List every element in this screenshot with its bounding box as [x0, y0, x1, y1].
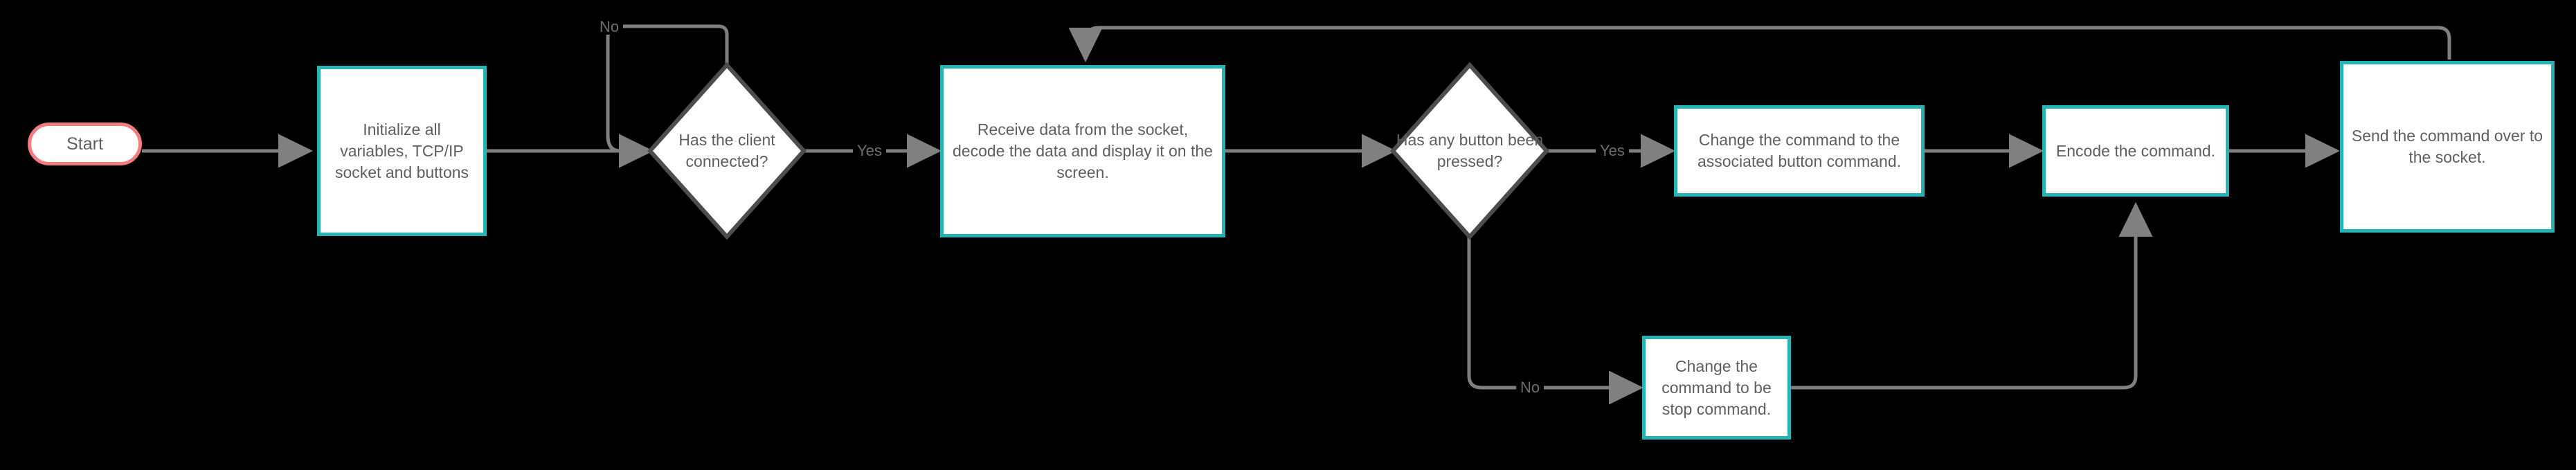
edge-label-client-yes: Yes — [853, 143, 886, 159]
node-client-connected-decision[interactable]: Has the client connected? — [647, 62, 807, 239]
node-stop-command-label: Change the command to be stop command. — [1661, 356, 1772, 418]
node-initialize-label: Initialize all variables, TCP/IP socket … — [334, 120, 469, 181]
node-change-command-label: Change the command to the associated but… — [1697, 131, 1902, 170]
node-send-command[interactable]: Send the command over to the socket. — [2340, 61, 2555, 233]
edge-stop-to-encode — [1790, 201, 2153, 390]
diamond-shape-client — [647, 62, 807, 239]
node-button-pressed-decision[interactable]: Has any button been pressed? — [1390, 62, 1549, 239]
edge-send-to-receive-feedback — [1068, 26, 2451, 63]
node-initialize[interactable]: Initialize all variables, TCP/IP socket … — [317, 66, 487, 236]
node-stop-command[interactable]: Change the command to be stop command. — [1642, 336, 1791, 440]
edge-label-client-no: No — [595, 19, 624, 35]
diamond-shape-button — [1390, 62, 1549, 239]
node-receive-data[interactable]: Receive data from the socket, decode the… — [940, 65, 1225, 237]
node-encode-command[interactable]: Encode the command. — [2042, 105, 2229, 197]
node-start-label: Start — [66, 134, 103, 154]
edge-label-button-no: No — [1516, 380, 1544, 395]
node-receive-data-label: Receive data from the socket, decode the… — [953, 120, 1213, 181]
node-change-command[interactable]: Change the command to the associated but… — [1674, 105, 1925, 197]
node-button-pressed-label: Has any button been pressed? — [1396, 131, 1544, 170]
edge-label-button-yes: Yes — [1596, 143, 1629, 159]
node-encode-command-label: Encode the command. — [2055, 141, 2216, 160]
node-start[interactable]: Start — [28, 123, 142, 165]
node-send-command-label: Send the command over to the socket. — [2351, 127, 2543, 166]
node-client-connected-label: Has the client connected? — [678, 131, 775, 170]
edge-button-decision-no-to-stop — [1467, 235, 1644, 405]
